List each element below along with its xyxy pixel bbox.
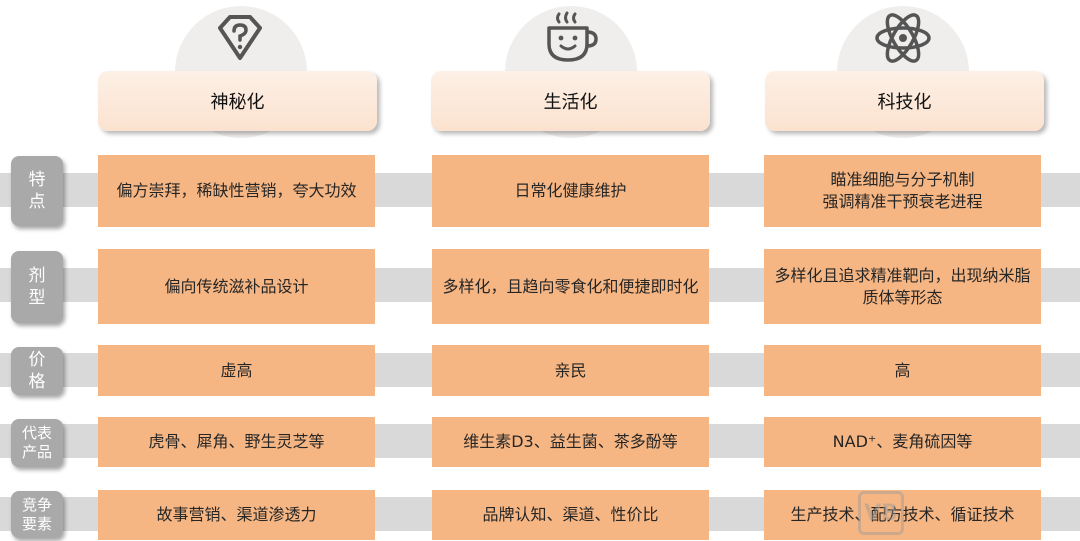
cell-competition-technology: 生产技术、配方技术、循证技术 <box>764 490 1041 540</box>
row-label-price: 价 格 <box>11 347 63 395</box>
watermark-logo: VB <box>858 490 1074 536</box>
cell-products-mysticism: 虎骨、犀角、野生灵芝等 <box>98 417 375 467</box>
cell-dosage-mysticism: 偏向传统滋补品设计 <box>98 249 375 324</box>
smiling-cup-icon <box>547 11 598 62</box>
cell-dosage-technology: 多样化且追求精准靶向，出现纳米脂质体等形态 <box>764 249 1041 324</box>
cell-features-technology: 瞄准细胞与分子机制 强调精准干预衰老进程 <box>764 155 1041 227</box>
cell-competition-mysticism: 故事营销、渠道渗透力 <box>98 490 375 540</box>
column-header-technology: 科技化 <box>765 71 1044 131</box>
cell-price-technology: 高 <box>764 345 1041 396</box>
column-header-lifestyle: 生活化 <box>431 71 710 131</box>
row-label-dosage: 剂 型 <box>11 251 63 323</box>
watermark-logo-mark: VB <box>858 491 904 535</box>
row-label-features: 特 点 <box>11 156 63 226</box>
cell-price-mysticism: 虚高 <box>98 345 375 396</box>
cell-dosage-lifestyle: 多样化，且趋向零食化和便捷即时化 <box>432 249 709 324</box>
cell-competition-lifestyle: 品牌认知、渠道、性价比 <box>432 490 709 540</box>
row-label-products: 代表 产品 <box>11 419 63 467</box>
cell-price-lifestyle: 亲民 <box>432 345 709 396</box>
column-header-mysticism: 神秘化 <box>98 71 377 131</box>
diamond-question-icon <box>218 15 262 60</box>
atom-icon <box>875 13 931 63</box>
cell-products-technology: NAD⁺、麦角硫因等 <box>764 417 1041 467</box>
cell-features-lifestyle: 日常化健康维护 <box>432 155 709 227</box>
row-label-competition: 竞争 要素 <box>11 491 63 538</box>
cell-features-mysticism: 偏方崇拜，稀缺性营销，夸大功效 <box>98 155 375 227</box>
cell-products-lifestyle: 维生素D3、益生菌、茶多酚等 <box>432 417 709 467</box>
